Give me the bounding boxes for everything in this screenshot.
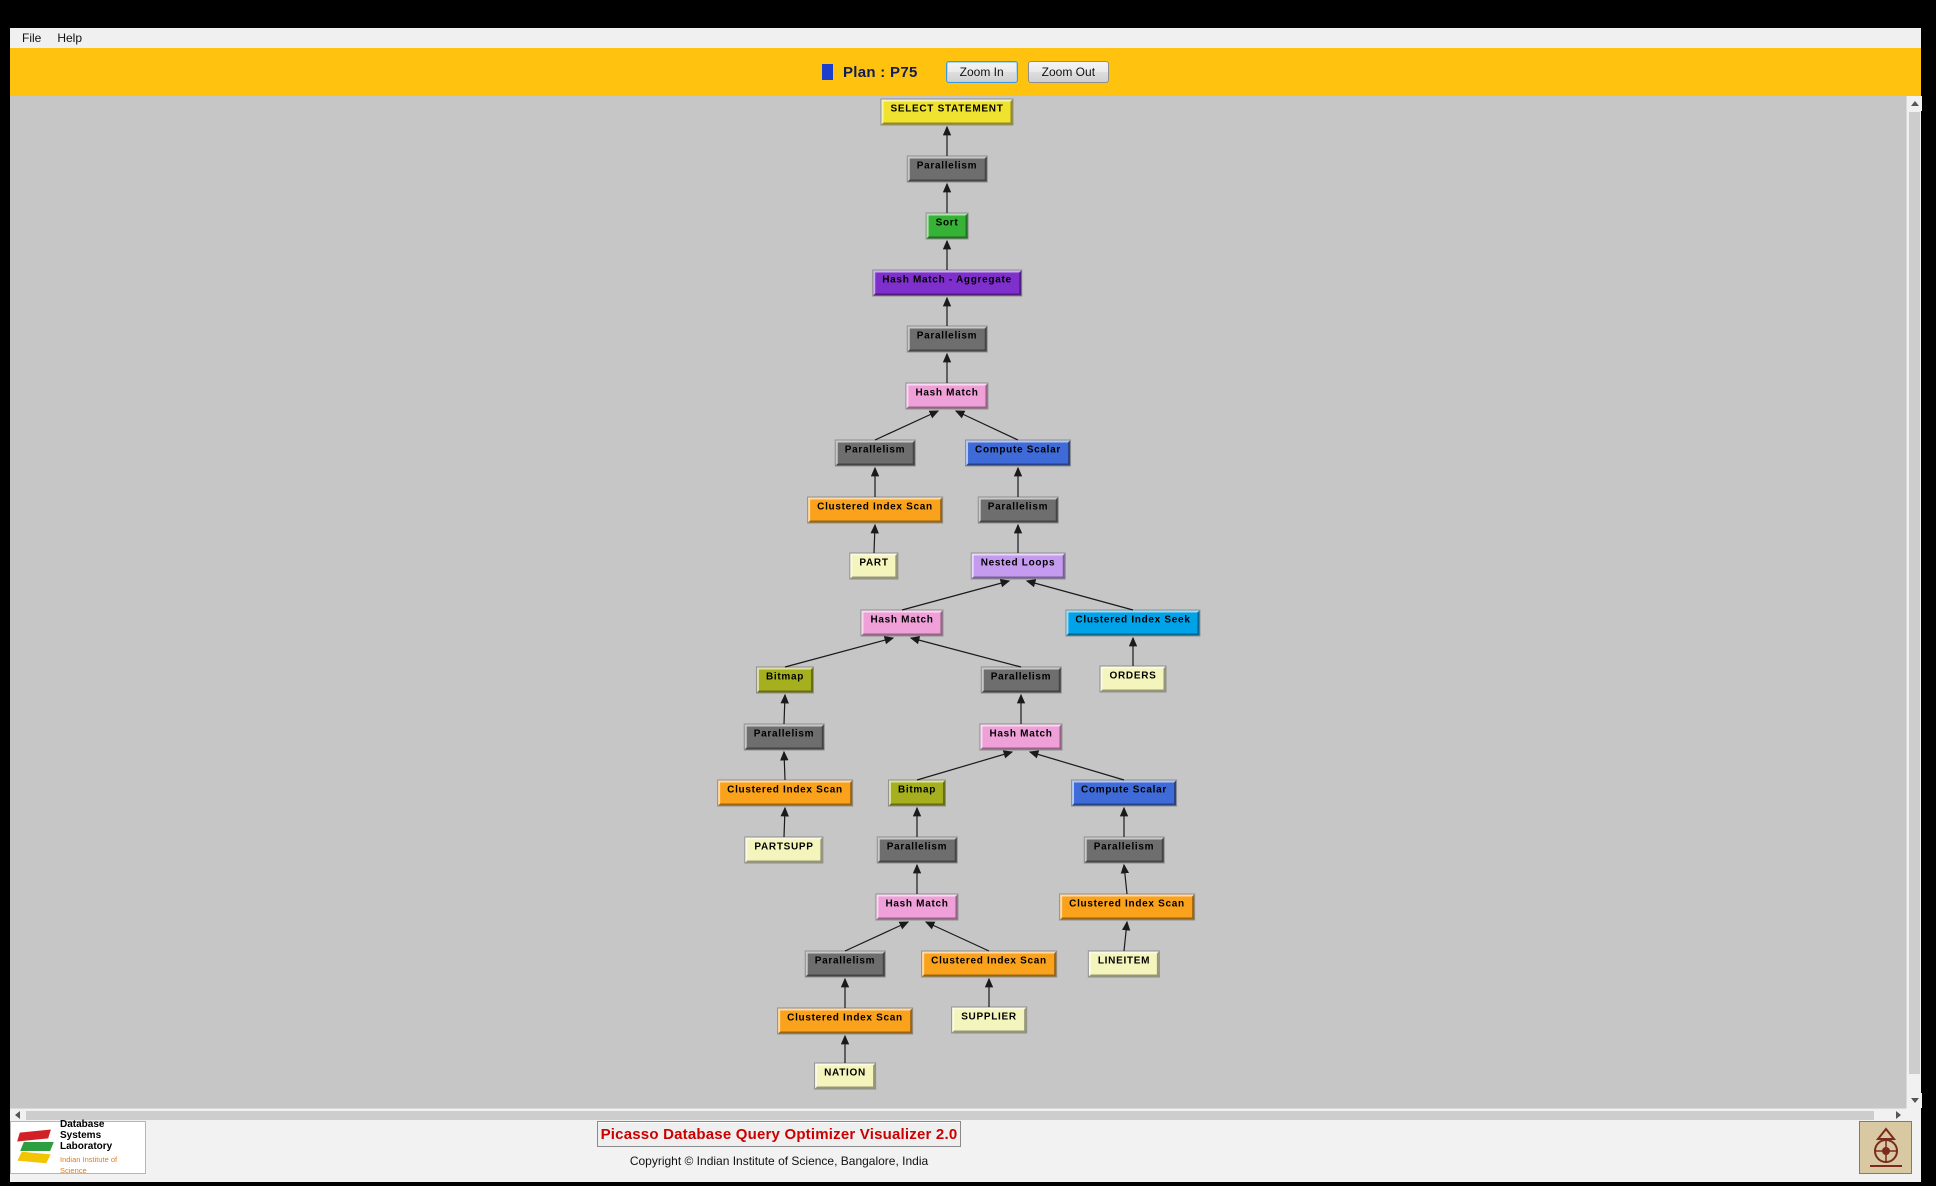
dsl-logo-icon [16, 1128, 54, 1168]
plan-node-parallelism[interactable]: Parallelism [1084, 837, 1164, 863]
plan-node-hash-match[interactable]: Hash Match [876, 894, 958, 920]
dsl-logo-line2: Systems [60, 1130, 102, 1141]
plan-node-hash-match-aggregate[interactable]: Hash Match - Aggregate [873, 270, 1021, 296]
menu-file[interactable]: File [22, 31, 42, 45]
scroll-right-button[interactable] [1891, 1109, 1906, 1121]
zoom-out-button[interactable]: Zoom Out [1027, 61, 1110, 83]
plan-node-select-statement[interactable]: SELECT STATEMENT [881, 99, 1013, 125]
right-arrow-icon [1896, 1111, 1901, 1119]
plan-node-parallelism[interactable]: Parallelism [907, 156, 987, 182]
plan-color-swatch [821, 64, 833, 80]
plan-node-part[interactable]: PART [850, 553, 898, 579]
scroll-left-button[interactable] [10, 1109, 25, 1121]
down-arrow-icon [1910, 1098, 1919, 1103]
plan-node-parallelism[interactable]: Parallelism [978, 497, 1058, 523]
plan-node-lineitem[interactable]: LINEITEM [1088, 951, 1160, 977]
plan-edges [780, 125, 1138, 1063]
vertical-scrollbar-thumb[interactable] [1909, 112, 1920, 1074]
menu-bar: File Help [10, 28, 1921, 48]
dsl-logo-subline: Indian Institute of Science [60, 1155, 118, 1175]
plan-label: Plan : P75 [842, 63, 918, 81]
vertical-scrollbar[interactable] [1906, 96, 1922, 1108]
plan-node-supplier[interactable]: SUPPLIER [952, 1007, 1026, 1033]
app-title: Picasso Database Query Optimizer Visuali… [600, 1125, 958, 1143]
plan-node-nation[interactable]: NATION [815, 1063, 875, 1089]
copyright-text: Copyright © Indian Institute of Science,… [629, 1154, 929, 1168]
scroll-up-button[interactable] [1907, 96, 1922, 111]
plan-node-clustered-index-scan[interactable]: Clustered Index Scan [718, 780, 852, 806]
footer-bar: Database Systems Laboratory Indian Insti… [10, 1119, 1921, 1182]
plan-node-hash-match[interactable]: Hash Match [906, 383, 988, 409]
iisc-emblem-icon [1869, 1126, 1902, 1167]
plan-node-hash-match[interactable]: Hash Match [980, 724, 1062, 750]
zoom-in-button[interactable]: Zoom In [945, 61, 1018, 83]
plan-node-hash-match[interactable]: Hash Match [861, 610, 943, 636]
left-arrow-icon [15, 1111, 20, 1119]
dsl-logo-line1: Database [60, 1119, 105, 1130]
plan-node-parallelism[interactable]: Parallelism [981, 667, 1061, 693]
plan-node-clustered-index-scan[interactable]: Clustered Index Scan [808, 497, 942, 523]
plan-node-clustered-index-scan[interactable]: Clustered Index Scan [1060, 894, 1194, 920]
app-title-box: Picasso Database Query Optimizer Visuali… [597, 1121, 961, 1147]
plan-node-partsupp[interactable]: PARTSUPP [745, 837, 823, 863]
plan-node-compute-scalar[interactable]: Compute Scalar [966, 440, 1070, 466]
horizontal-scrollbar[interactable] [10, 1108, 1906, 1121]
iisc-emblem-image [1859, 1121, 1912, 1174]
plan-node-parallelism[interactable]: Parallelism [835, 440, 915, 466]
menu-help[interactable]: Help [57, 31, 83, 45]
plan-node-parallelism[interactable]: Parallelism [907, 326, 987, 352]
scroll-down-button[interactable] [1907, 1093, 1922, 1108]
plan-node-clustered-index-scan[interactable]: Clustered Index Scan [922, 951, 1056, 977]
dsl-logo-line3: Laboratory [60, 1141, 113, 1152]
scrollbar-corner [1906, 1108, 1921, 1121]
plan-node-sort[interactable]: Sort [926, 213, 968, 239]
up-arrow-icon [1910, 101, 1919, 106]
plan-toolbar: Plan : P75 Zoom In Zoom Out [10, 48, 1921, 96]
plan-node-parallelism[interactable]: Parallelism [877, 837, 957, 863]
plan-node-clustered-index-scan[interactable]: Clustered Index Scan [778, 1008, 912, 1034]
plan-node-orders[interactable]: ORDERS [1100, 666, 1166, 692]
plan-node-compute-scalar[interactable]: Compute Scalar [1072, 780, 1176, 806]
plan-node-bitmap[interactable]: Bitmap [888, 780, 946, 806]
horizontal-scrollbar-thumb[interactable] [26, 1111, 1874, 1120]
plan-node-nested-loops[interactable]: Nested Loops [971, 553, 1065, 579]
plan-node-parallelism[interactable]: Parallelism [805, 951, 885, 977]
plan-node-parallelism[interactable]: Parallelism [744, 724, 824, 750]
application-window: File Help Plan : P75 Zoom In Zoom Out SE… [10, 28, 1922, 1182]
plan-node-bitmap[interactable]: Bitmap [756, 667, 814, 693]
dsl-lab-logo: Database Systems Laboratory Indian Insti… [10, 1119, 146, 1175]
plan-node-clustered-index-seek[interactable]: Clustered Index Seek [1066, 610, 1200, 636]
